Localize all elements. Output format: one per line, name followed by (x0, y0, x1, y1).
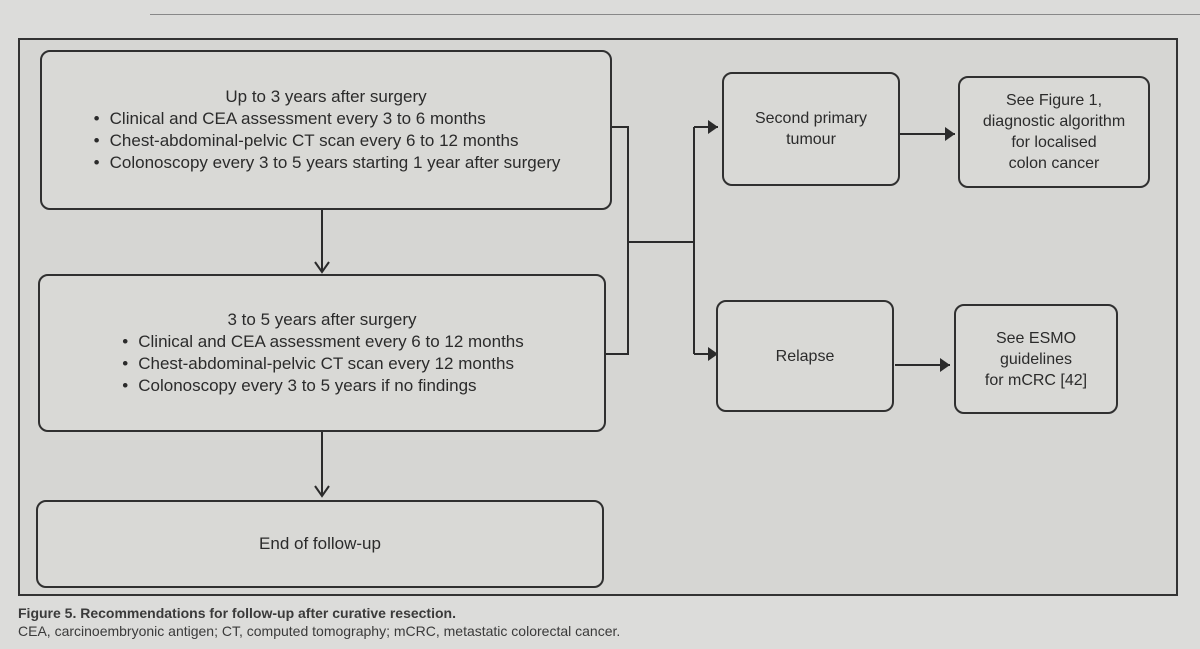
see-fig1-line: for localised (1011, 134, 1097, 151)
relapse-label: Relapse (775, 347, 835, 365)
second-primary-line1: Second primary (754, 110, 868, 127)
caption-title: Figure 5. Recommendations for follow-up … (18, 605, 456, 621)
stage1-title: Up to 3 years after surgery (225, 87, 427, 106)
see-esmo-line: guidelines (999, 350, 1073, 368)
relapse-box: Relapse (716, 300, 894, 412)
list-item: Clinical and CEA assessment every 6 to 1… (120, 331, 524, 353)
figure-caption: Figure 5. Recommendations for follow-up … (18, 604, 1178, 640)
see-fig1-line: See Figure 1, (1005, 92, 1103, 109)
list-item: Chest-abdominal-pelvic CT scan every 12 … (120, 353, 524, 375)
see-esmo-box: See ESMO guidelines for mCRC [42] (954, 304, 1118, 414)
second-primary-line2: tumour (786, 131, 836, 148)
end-label: End of follow-up (259, 534, 381, 553)
stage1-box: Up to 3 years after surgery Clinical and… (40, 50, 612, 210)
stage2-box: 3 to 5 years after surgery Clinical and … (38, 274, 606, 432)
end-box: End of follow-up (36, 500, 604, 588)
list-item: Clinical and CEA assessment every 3 to 6… (92, 108, 561, 130)
see-esmo-line: for mCRC [42] (984, 371, 1088, 389)
list-item: Chest-abdominal-pelvic CT scan every 6 t… (92, 130, 561, 152)
second-primary-box: Second primary tumour (722, 72, 900, 186)
stage1-list: Clinical and CEA assessment every 3 to 6… (92, 108, 561, 174)
caption-abbreviations: CEA, carcinoembryonic antigen; CT, compu… (18, 623, 621, 639)
see-fig1-box: See Figure 1, diagnostic algorithm for l… (958, 76, 1150, 188)
list-item: Colonoscopy every 3 to 5 years if no fin… (120, 375, 524, 397)
top-rule (150, 0, 1200, 15)
see-fig1-line: diagnostic algorithm (982, 113, 1126, 130)
see-fig1-line: colon cancer (1008, 155, 1100, 172)
see-esmo-line: See ESMO (995, 329, 1077, 347)
stage2-list: Clinical and CEA assessment every 6 to 1… (120, 331, 524, 397)
list-item: Colonoscopy every 3 to 5 years starting … (92, 152, 561, 174)
stage2-title: 3 to 5 years after surgery (227, 310, 417, 329)
